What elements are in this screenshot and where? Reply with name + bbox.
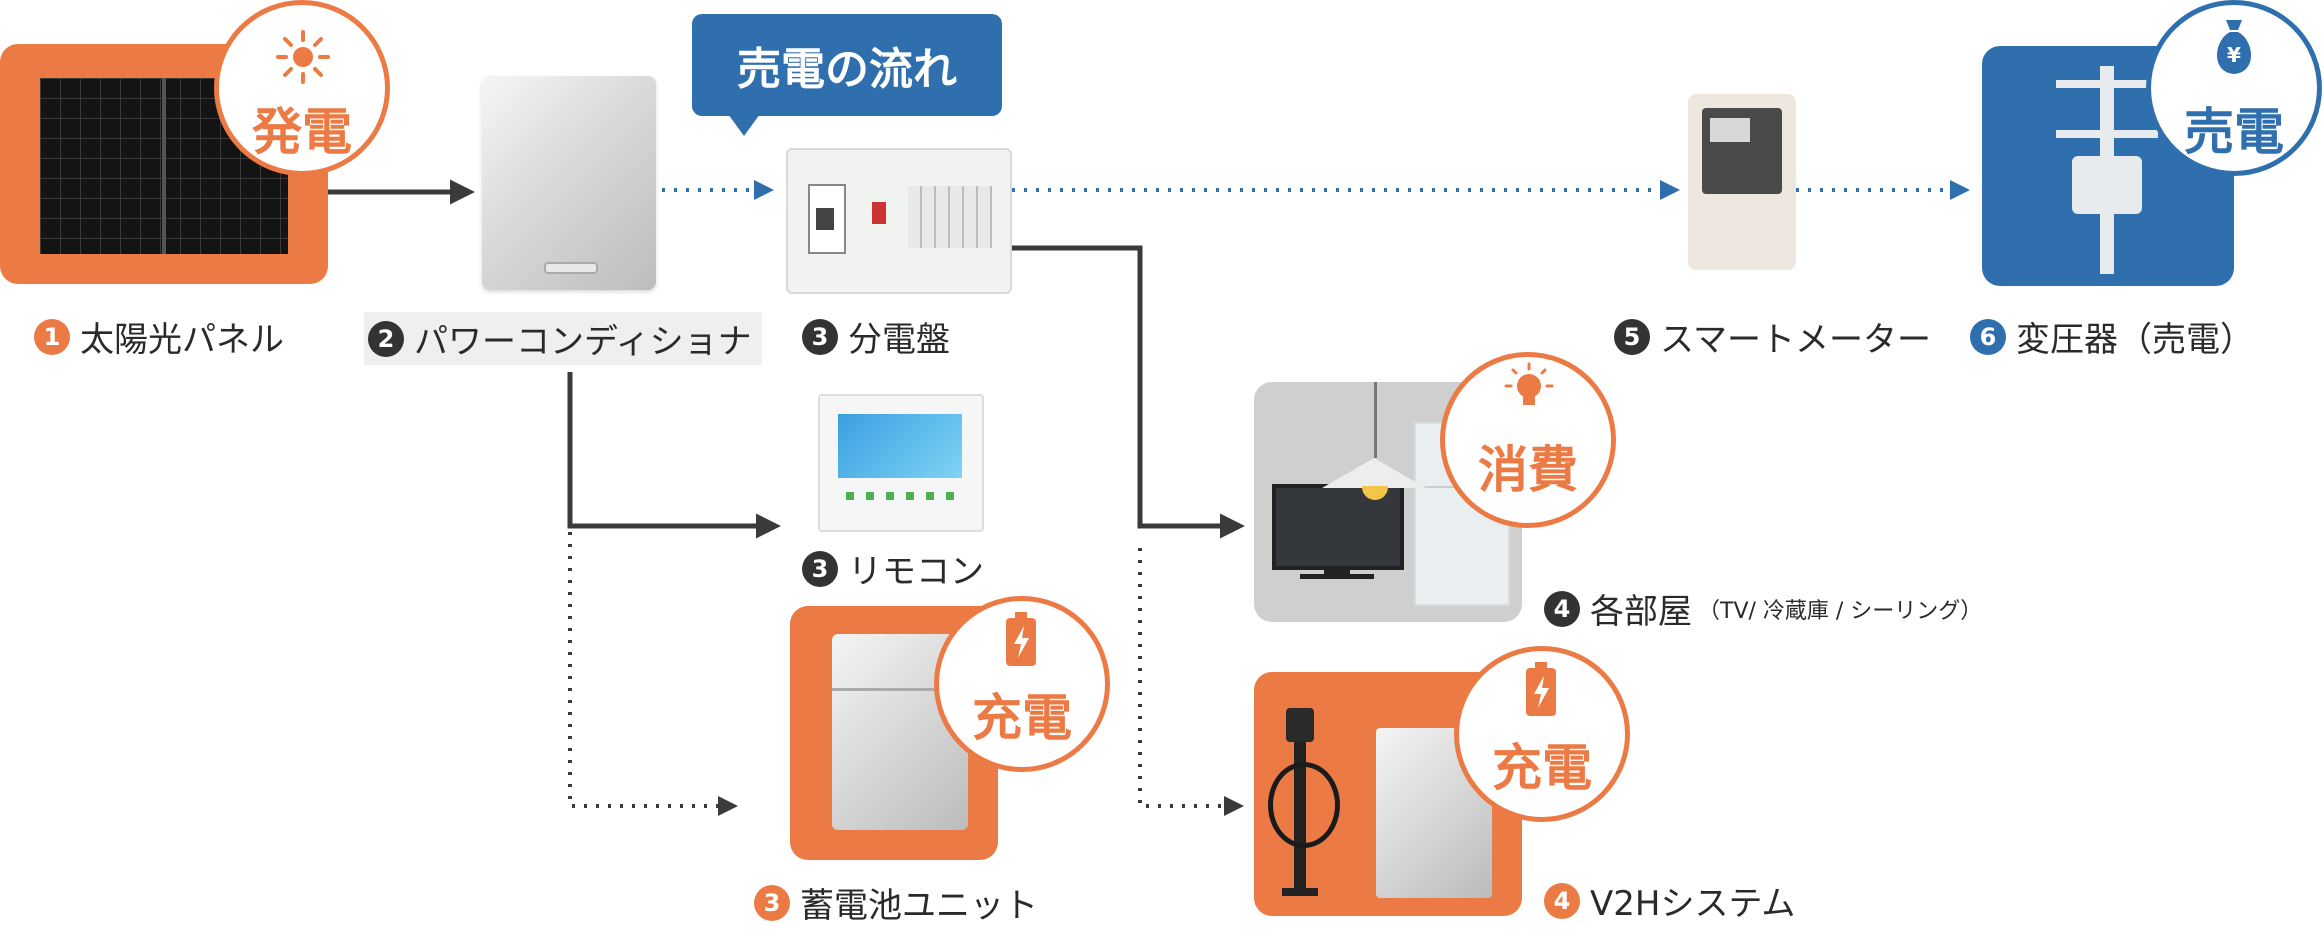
step-number: 3 bbox=[754, 884, 790, 921]
step-number: 3 bbox=[802, 550, 838, 587]
arrow-conditioner-to-remote bbox=[567, 372, 781, 539]
step-number: 6 bbox=[1970, 318, 2006, 355]
money-bag-icon: ¥ bbox=[2217, 20, 2251, 74]
step-number: 2 bbox=[368, 320, 404, 357]
remote-image bbox=[818, 394, 984, 532]
remote-label: 3 リモコン bbox=[802, 544, 984, 593]
smart-meter-label: 5 スマートメーター bbox=[1614, 312, 1931, 361]
battery-bolt-icon bbox=[1526, 662, 1556, 716]
power-conditioner-image bbox=[482, 76, 656, 290]
label-text: リモコン bbox=[848, 552, 984, 592]
label-text: 変圧器（売電） bbox=[2016, 320, 2254, 360]
smart-meter-image bbox=[1688, 94, 1796, 270]
distribution-board-label: 3 分電盤 bbox=[802, 312, 950, 361]
label-text: 太陽光パネル bbox=[80, 320, 284, 360]
v2h-charge-badge-text: 充電 bbox=[1492, 739, 1592, 797]
label-text: V2Hシステム bbox=[1590, 884, 1796, 924]
battery-unit-label: 3 蓄電池ユニット bbox=[754, 878, 1038, 927]
step-number: 1 bbox=[34, 318, 70, 355]
step-number: 3 bbox=[802, 318, 838, 355]
step-number: 4 bbox=[1544, 882, 1580, 919]
sale-badge-text: 売電 bbox=[2184, 103, 2284, 161]
sale-flow-callout: 売電の流れ bbox=[692, 14, 1002, 116]
battery-charge-badge bbox=[934, 596, 1110, 772]
arrow-board-to-rooms bbox=[1012, 245, 1245, 539]
label-text: パワーコンディショナ bbox=[414, 322, 752, 362]
battery-charge-badge-text: 充電 bbox=[972, 689, 1072, 747]
transformer-card bbox=[1982, 46, 2234, 286]
label-text: 分電盤 bbox=[848, 320, 950, 360]
v2h-label: 4 V2Hシステム bbox=[1544, 876, 1795, 925]
sun-icon bbox=[276, 30, 330, 84]
generation-badge-text: 発電 bbox=[252, 103, 352, 161]
step-number: 5 bbox=[1614, 318, 1650, 355]
distribution-board-image bbox=[786, 148, 1012, 294]
arrow-board-to-v2h bbox=[1138, 548, 1244, 816]
label-subtext: （TV/ 冷蔵庫 / シーリング） bbox=[1698, 598, 1983, 624]
transformer-label: 6 変圧器（売電） bbox=[1970, 312, 2254, 361]
consumption-badge-text: 消費 bbox=[1478, 441, 1578, 499]
yen-symbol: ¥ bbox=[2227, 43, 2241, 67]
step-number: 4 bbox=[1544, 590, 1580, 627]
power-conditioner-label: 2 パワーコンディショナ bbox=[364, 312, 762, 365]
ceiling-lamp-image bbox=[1322, 458, 1426, 488]
bulb-icon bbox=[1504, 362, 1554, 405]
generation-badge bbox=[214, 0, 390, 176]
label-text: 蓄電池ユニット bbox=[800, 886, 1038, 926]
callout-tail bbox=[728, 114, 760, 136]
tv-image bbox=[1272, 484, 1404, 570]
rooms-label: 4 各部屋 （TV/ 冷蔵庫 / シーリング） bbox=[1544, 584, 1982, 633]
label-text: 各部屋 bbox=[1590, 592, 1692, 632]
solar-panel-label: 1 太陽光パネル bbox=[34, 312, 284, 361]
label-text: スマートメーター bbox=[1660, 320, 1931, 360]
arrow-conditioner-to-battery bbox=[568, 532, 738, 816]
battery-bolt-icon bbox=[1006, 612, 1036, 666]
